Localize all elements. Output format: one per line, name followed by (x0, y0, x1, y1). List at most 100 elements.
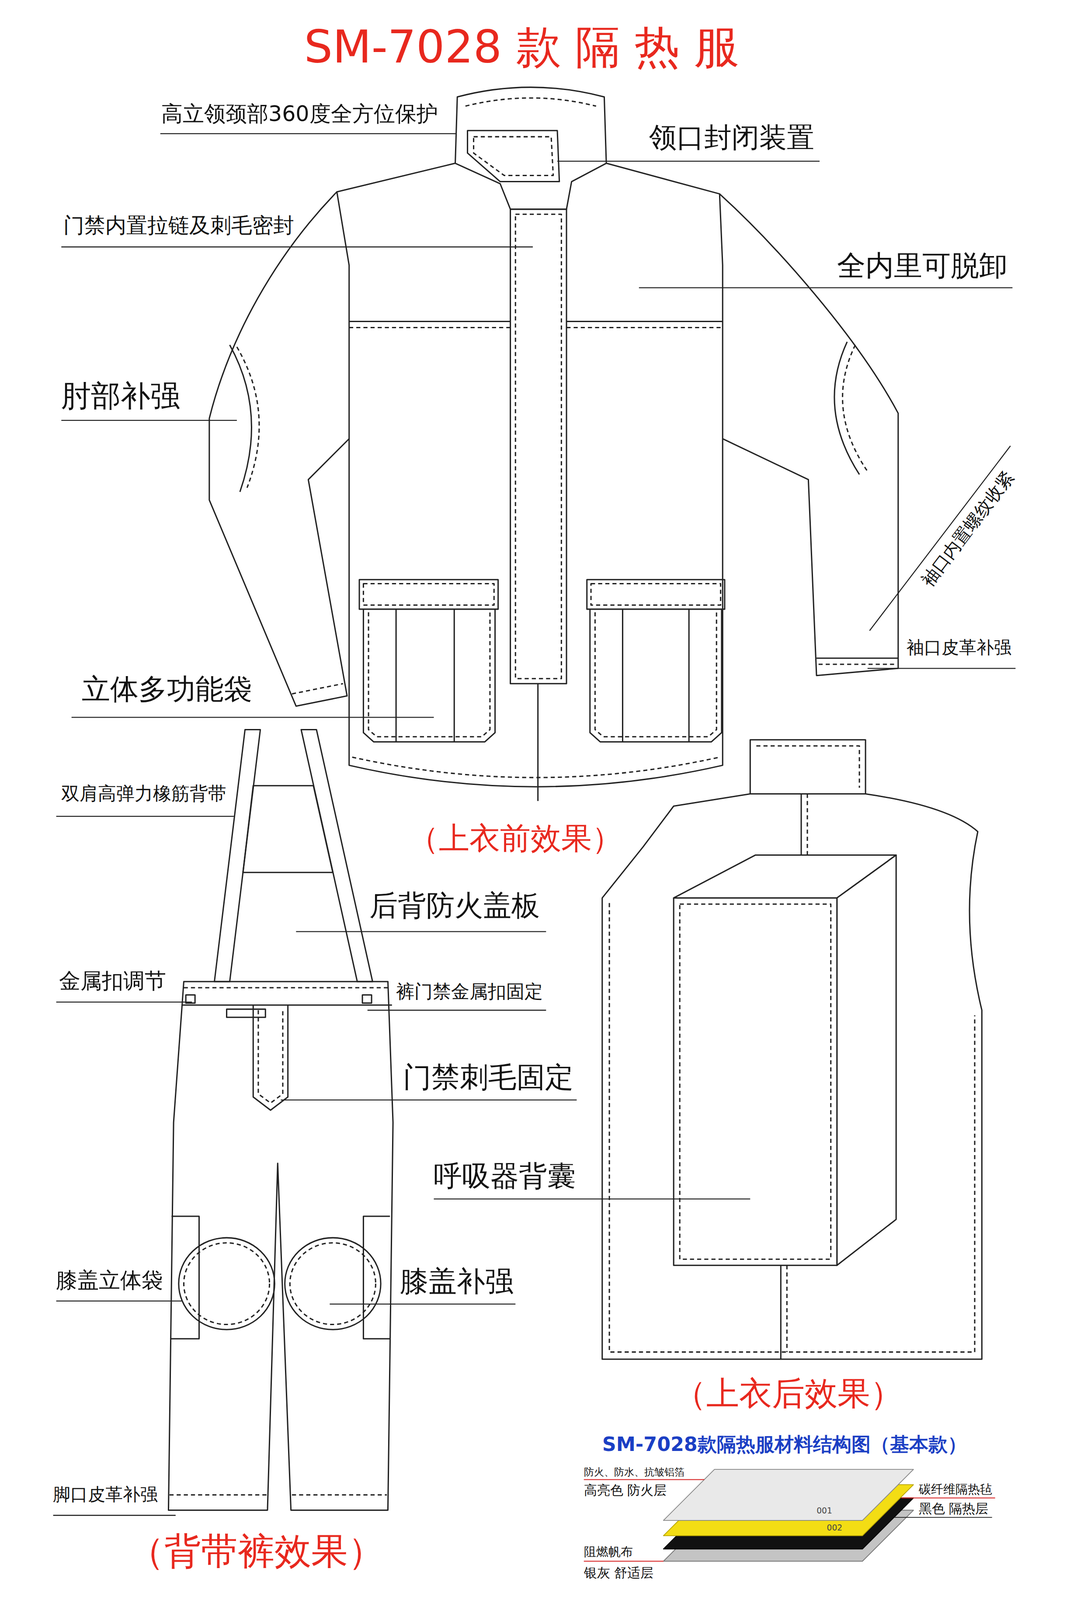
callout-label: 门禁刺毛固定 (403, 1061, 574, 1094)
jacket-body (337, 163, 723, 788)
view-caption: （上衣后效果） (673, 1375, 904, 1412)
layer-label: 银灰 舒适层 (583, 1565, 654, 1581)
callout-label: 门禁内置拉链及刺毛密封 (63, 214, 295, 238)
pocket-stitch (594, 612, 717, 737)
callout-label: 双肩高弹力橡筋背带 (61, 783, 227, 804)
callout-label: 袖口皮革补强 (906, 638, 1012, 658)
leader-line (639, 287, 1013, 289)
leader-line (367, 1009, 547, 1011)
collar-flap (467, 130, 560, 182)
knee-stitch (183, 1243, 270, 1325)
elbow-stitch (842, 344, 868, 472)
knee-pocket (170, 1216, 199, 1339)
knee-patch (284, 1237, 381, 1330)
pocket-flap (587, 579, 725, 610)
bib-pants (168, 729, 393, 1511)
pocket-stitch (368, 612, 490, 737)
jacket-front (209, 87, 899, 802)
leader-line (160, 133, 457, 135)
pocket (590, 609, 722, 743)
leader-line (61, 246, 533, 248)
view-caption: （背带裤效果） (127, 1531, 385, 1572)
material-layers (583, 1469, 996, 1562)
strap (301, 729, 373, 982)
leader-line (61, 420, 237, 421)
callout-label: 高立领颈部360度全方位保护 (161, 102, 438, 126)
collar-stitch (465, 97, 597, 107)
pocket-pleat (622, 609, 689, 743)
back-collar (750, 740, 866, 795)
placket-stitch (515, 214, 562, 679)
left-sleeve (209, 191, 350, 707)
callout-label: 袖口内置螺纹收紧 (917, 467, 1018, 591)
knee-patch (178, 1237, 275, 1330)
fly-flap (253, 1005, 288, 1111)
callout-label: 后背防火盖板 (369, 889, 540, 922)
elbow-stitch (236, 347, 260, 488)
cuff-stitch (291, 683, 344, 694)
pack-side (837, 855, 897, 1266)
leader-line (557, 160, 820, 162)
center-seam (537, 683, 539, 802)
pants-outline (168, 981, 393, 1511)
jacket-collar (455, 87, 607, 210)
pack-front (673, 898, 838, 1266)
layer-number: 002 (826, 1523, 843, 1533)
elbow-patch (834, 341, 860, 475)
knee-pocket (363, 1216, 390, 1339)
elbow-patch (229, 344, 252, 492)
leader-line (434, 1198, 751, 1200)
leader-line (56, 1300, 182, 1302)
pocket-flap-stitch (363, 583, 494, 606)
callout-label: 膝盖补强 (399, 1265, 514, 1298)
metal-buckle (226, 1009, 266, 1018)
leader-line (295, 931, 546, 933)
hem-stitch (352, 757, 720, 778)
back-panel (243, 785, 333, 873)
leader-line (56, 816, 234, 817)
callout-label: 脚口皮革补强 (52, 1485, 158, 1505)
waistband (181, 1004, 393, 1006)
view-caption: （上衣前效果） (408, 821, 623, 856)
callout-label: 呼吸器背囊 (433, 1160, 576, 1192)
layer-leader (901, 1497, 996, 1499)
metal-buckle (362, 994, 372, 1004)
leader-line (56, 1001, 193, 1003)
layer-label: 黑色 隔热层 (918, 1501, 989, 1516)
callout-label: 立体多功能袋 (81, 673, 253, 706)
callout-label: 膝盖立体袋 (55, 1268, 164, 1293)
back-seam (780, 1265, 782, 1360)
pocket (363, 609, 495, 743)
pocket-flap-stitch (590, 583, 721, 606)
cuff-band (816, 657, 899, 659)
layer-label: 高亮色 防火层 (583, 1483, 668, 1498)
callout-label: 肘部补强 (61, 379, 181, 413)
pocket-flap (359, 579, 499, 610)
leader-line (329, 1303, 516, 1305)
collar-flap-stitch (473, 136, 554, 176)
back-outline (602, 793, 983, 1359)
section-heading: SM-7028款隔热服材料结构图（基本款） (602, 1434, 967, 1456)
leader-lines (53, 133, 1016, 1516)
layer-foil (663, 1469, 914, 1521)
callout-label: 金属扣调节 (59, 969, 167, 994)
layer-leader (583, 1560, 664, 1562)
leader-line (71, 716, 435, 718)
diagram-title: SM-7028 款 隔 热 服 (304, 22, 740, 72)
jacket-back (602, 740, 983, 1360)
cuff-stitch (818, 663, 897, 665)
back-seam (800, 793, 803, 855)
callout-label: 全内里可脱卸 (837, 250, 1008, 282)
strap (214, 729, 261, 982)
leader-line (280, 1099, 577, 1101)
layer-label: 碳纤维隔热毡 (918, 1483, 993, 1497)
yoke-stitch (349, 326, 723, 329)
back-collar-stitch (756, 746, 860, 789)
layer-leader (894, 1517, 993, 1519)
layer-number: 001 (816, 1506, 833, 1516)
waistband-stitch (183, 987, 390, 989)
layer-label: 阻燃帆布 (583, 1545, 633, 1560)
cuff-stitch (169, 1494, 387, 1496)
fly-stitch (258, 1010, 283, 1103)
